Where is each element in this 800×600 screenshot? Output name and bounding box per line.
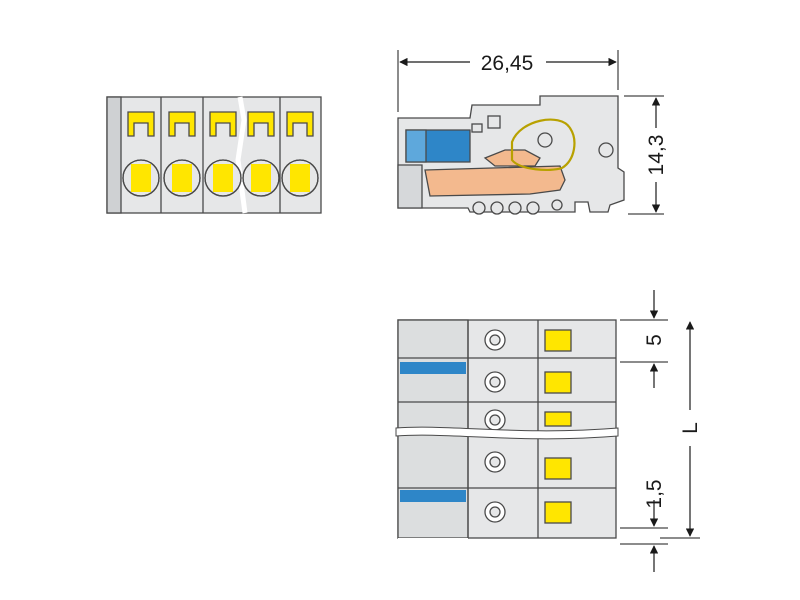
top-pole-row xyxy=(398,362,616,403)
height-dimension: 14,3 xyxy=(624,95,668,215)
offset-dimension: 1,5 xyxy=(620,479,668,572)
front-view xyxy=(106,96,322,214)
side-holes xyxy=(472,199,563,215)
front-pole xyxy=(122,111,160,197)
side-view xyxy=(397,95,625,215)
front-pole xyxy=(281,111,319,197)
width-label: 26,45 xyxy=(481,52,534,75)
front-pole xyxy=(242,111,280,197)
contact-spring xyxy=(424,165,566,197)
pitch-dimension: 5 xyxy=(620,290,668,388)
length-label: L xyxy=(679,422,702,434)
top-pole-row xyxy=(400,490,572,524)
width-dimension: 26,45 xyxy=(397,50,619,112)
length-dimension: L xyxy=(660,321,702,539)
pitch-label: 5 xyxy=(643,334,666,346)
height-label: 14,3 xyxy=(645,135,668,176)
front-pole xyxy=(204,111,242,197)
clamp-spring xyxy=(510,118,576,171)
top-pole-row xyxy=(398,329,616,359)
front-pole xyxy=(163,111,201,197)
offset-label: 1,5 xyxy=(643,479,666,508)
top-view xyxy=(395,319,619,544)
top-pole-row xyxy=(398,451,616,489)
front-pole-dividers xyxy=(160,97,281,213)
